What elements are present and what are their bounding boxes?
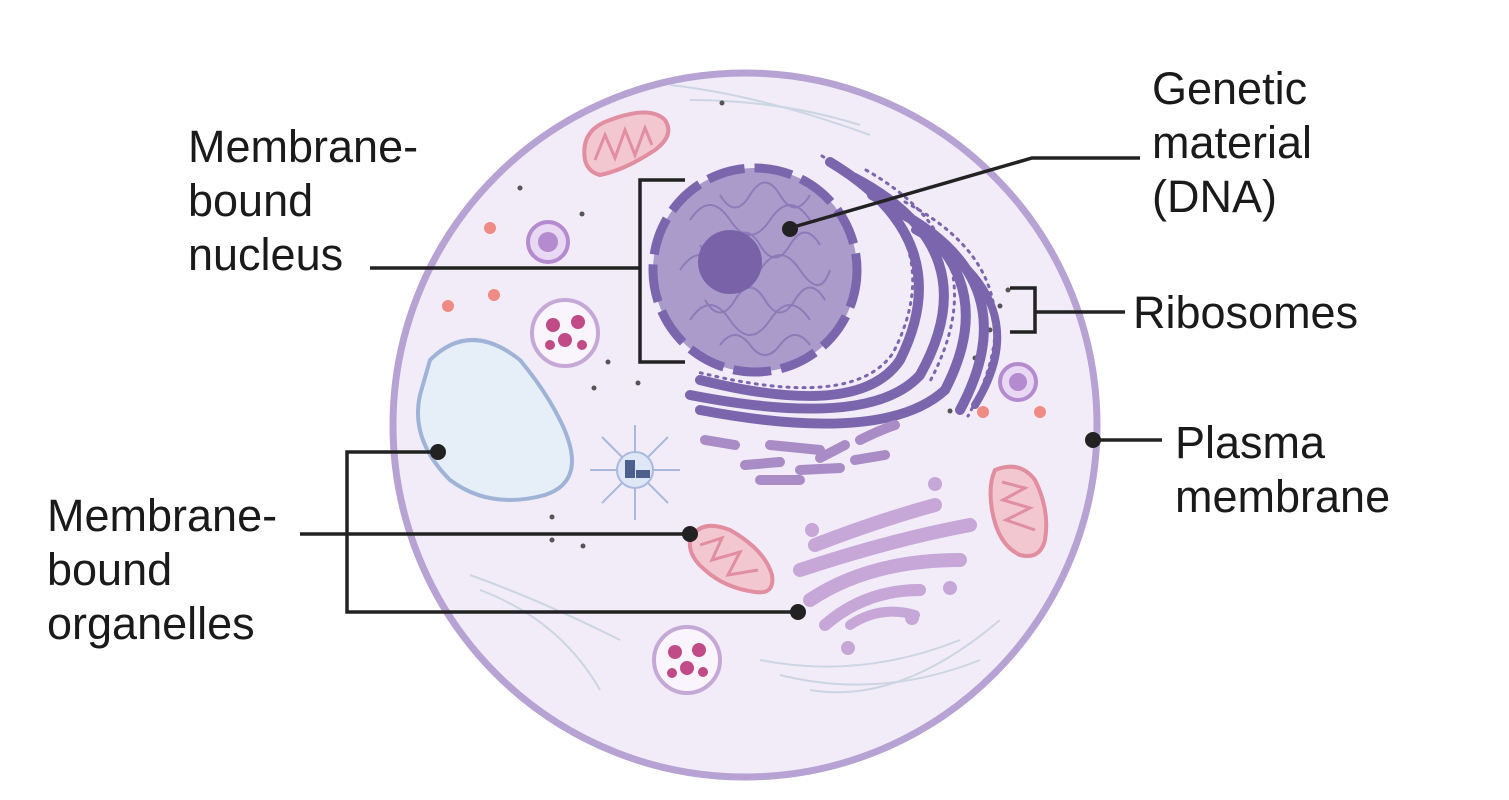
label-line: (DNA) xyxy=(1152,171,1277,222)
label-line: Plasma xyxy=(1175,417,1326,468)
granules xyxy=(442,222,1046,418)
leader-organelles xyxy=(300,444,806,620)
label-membrane-bound-nucleus: Membrane- bound nucleus xyxy=(188,120,418,282)
label-line: Membrane- xyxy=(188,121,419,172)
cell-cytoplasm xyxy=(389,69,1101,781)
label-line: bound xyxy=(47,544,173,595)
label-ribosomes: Ribosomes xyxy=(1133,286,1358,340)
rough-er xyxy=(685,154,1002,429)
label-line: material xyxy=(1152,117,1313,168)
label-line: bound xyxy=(188,175,314,226)
vesicles xyxy=(526,220,1038,402)
label-plasma-membrane: Plasma membrane xyxy=(1175,416,1390,524)
label-line: membrane xyxy=(1175,471,1391,522)
label-membrane-bound-organelles: Membrane- bound organelles xyxy=(47,489,277,651)
label-genetic-material: Genetic material (DNA) xyxy=(1152,62,1312,224)
mitochondrion-right xyxy=(988,464,1049,558)
mitochondrion-top xyxy=(582,110,671,178)
smooth-er xyxy=(700,420,900,485)
label-line: Membrane- xyxy=(47,490,278,541)
leader-ribosomes xyxy=(1010,286,1125,334)
leader-plasma-membrane xyxy=(1085,432,1162,448)
cytoskeleton-fibers xyxy=(469,84,1001,694)
mitochondrion-middle xyxy=(687,523,775,595)
lysosome-bottom xyxy=(652,625,722,695)
lysosome-top xyxy=(530,298,600,368)
nucleolus xyxy=(698,230,762,294)
leader-dna xyxy=(782,156,1140,237)
centrosome xyxy=(590,425,680,520)
golgi-apparatus xyxy=(793,477,977,655)
nucleus xyxy=(648,163,862,377)
label-line: organelles xyxy=(47,598,255,649)
leader-nucleus xyxy=(370,178,685,364)
vacuole xyxy=(416,338,574,502)
label-line: Genetic xyxy=(1152,63,1308,114)
label-line: Ribosomes xyxy=(1133,287,1359,338)
label-line: nucleus xyxy=(188,229,344,280)
